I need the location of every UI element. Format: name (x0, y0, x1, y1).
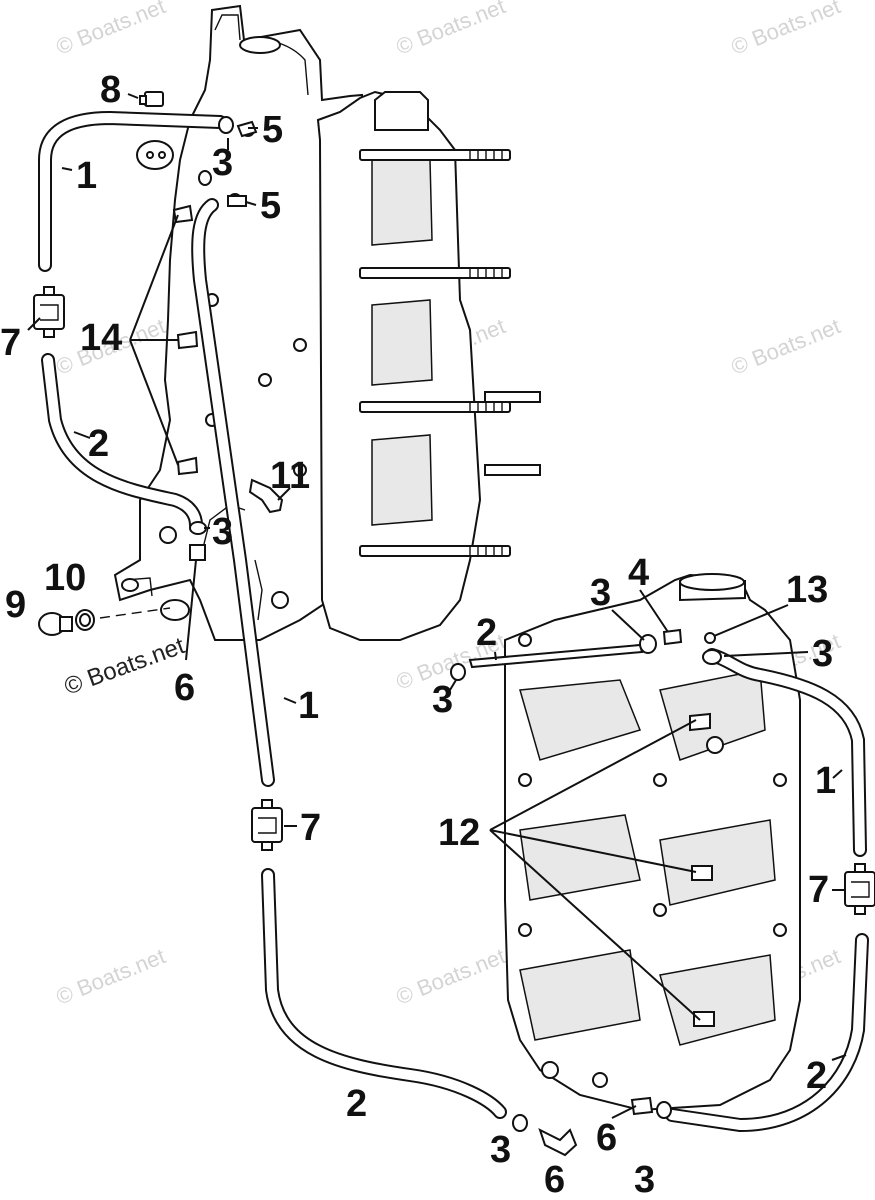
callout-9: 9 (5, 584, 26, 626)
watermark-1: © Boats.net (53, 0, 169, 60)
callout-2-right: 2 (806, 1055, 827, 1097)
watermark-6: © Boats.net (728, 313, 844, 379)
callout-4: 4 (628, 552, 649, 594)
connector-7-center (251, 799, 283, 851)
callout-3-bottom-right: 3 (634, 1159, 655, 1200)
callout-14: 14 (80, 317, 122, 359)
callout-13: 13 (786, 569, 828, 611)
callout-6-bottom: 6 (544, 1159, 565, 1200)
callout-7-center: 7 (300, 807, 321, 849)
watermark-9: © Boats.net (53, 943, 169, 1009)
watermark-3: © Boats.net (728, 0, 844, 60)
callout-12: 12 (438, 812, 480, 854)
callout-3-tube-end: 3 (432, 679, 453, 721)
connector-7-left (33, 286, 65, 338)
callout-5-upper: 5 (262, 109, 283, 151)
hose-2-bottom (261, 868, 507, 1119)
callout-6-left: 6 (174, 667, 195, 709)
callout-labels: 8 5 3 1 5 7 14 2 11 3 10 9 6 1 7 3 4 13 … (0, 69, 836, 1200)
callout-10: 10 (44, 557, 86, 599)
small-parts (33, 91, 875, 1157)
callout-1-upper-left: 1 (76, 155, 97, 197)
callout-3-left-clamp: 3 (212, 511, 233, 553)
callout-2-left: 2 (88, 423, 109, 465)
callout-2-bottom: 2 (346, 1083, 367, 1125)
hoses (38, 110, 869, 1133)
callout-11: 11 (270, 455, 310, 497)
callout-2-middle: 2 (476, 612, 497, 654)
callout-3-upper: 3 (212, 142, 233, 184)
callout-3-right-upper: 3 (812, 633, 833, 675)
callout-3-right-top: 3 (590, 572, 611, 614)
cylinder-block (113, 4, 541, 641)
watermark-2: © Boats.net (393, 0, 509, 60)
callout-7-left: 7 (0, 322, 21, 364)
watermark-10: © Boats.net (393, 943, 509, 1009)
callout-1-right: 1 (815, 760, 836, 802)
connector-7-right (844, 863, 875, 915)
callout-3-bottom: 3 (490, 1129, 511, 1171)
leader-lines (27, 93, 847, 1119)
cylinder-studs (359, 149, 541, 557)
tube-2-middle (468, 643, 644, 669)
callout-5-lower: 5 (260, 185, 281, 227)
exhaust-plate (504, 573, 801, 1112)
callout-6-right: 6 (596, 1117, 617, 1159)
callout-1-center: 1 (298, 685, 319, 727)
watermark-overlay: © Boats.net (61, 632, 189, 700)
callout-8: 8 (100, 69, 121, 111)
callout-7-right: 7 (808, 869, 829, 911)
